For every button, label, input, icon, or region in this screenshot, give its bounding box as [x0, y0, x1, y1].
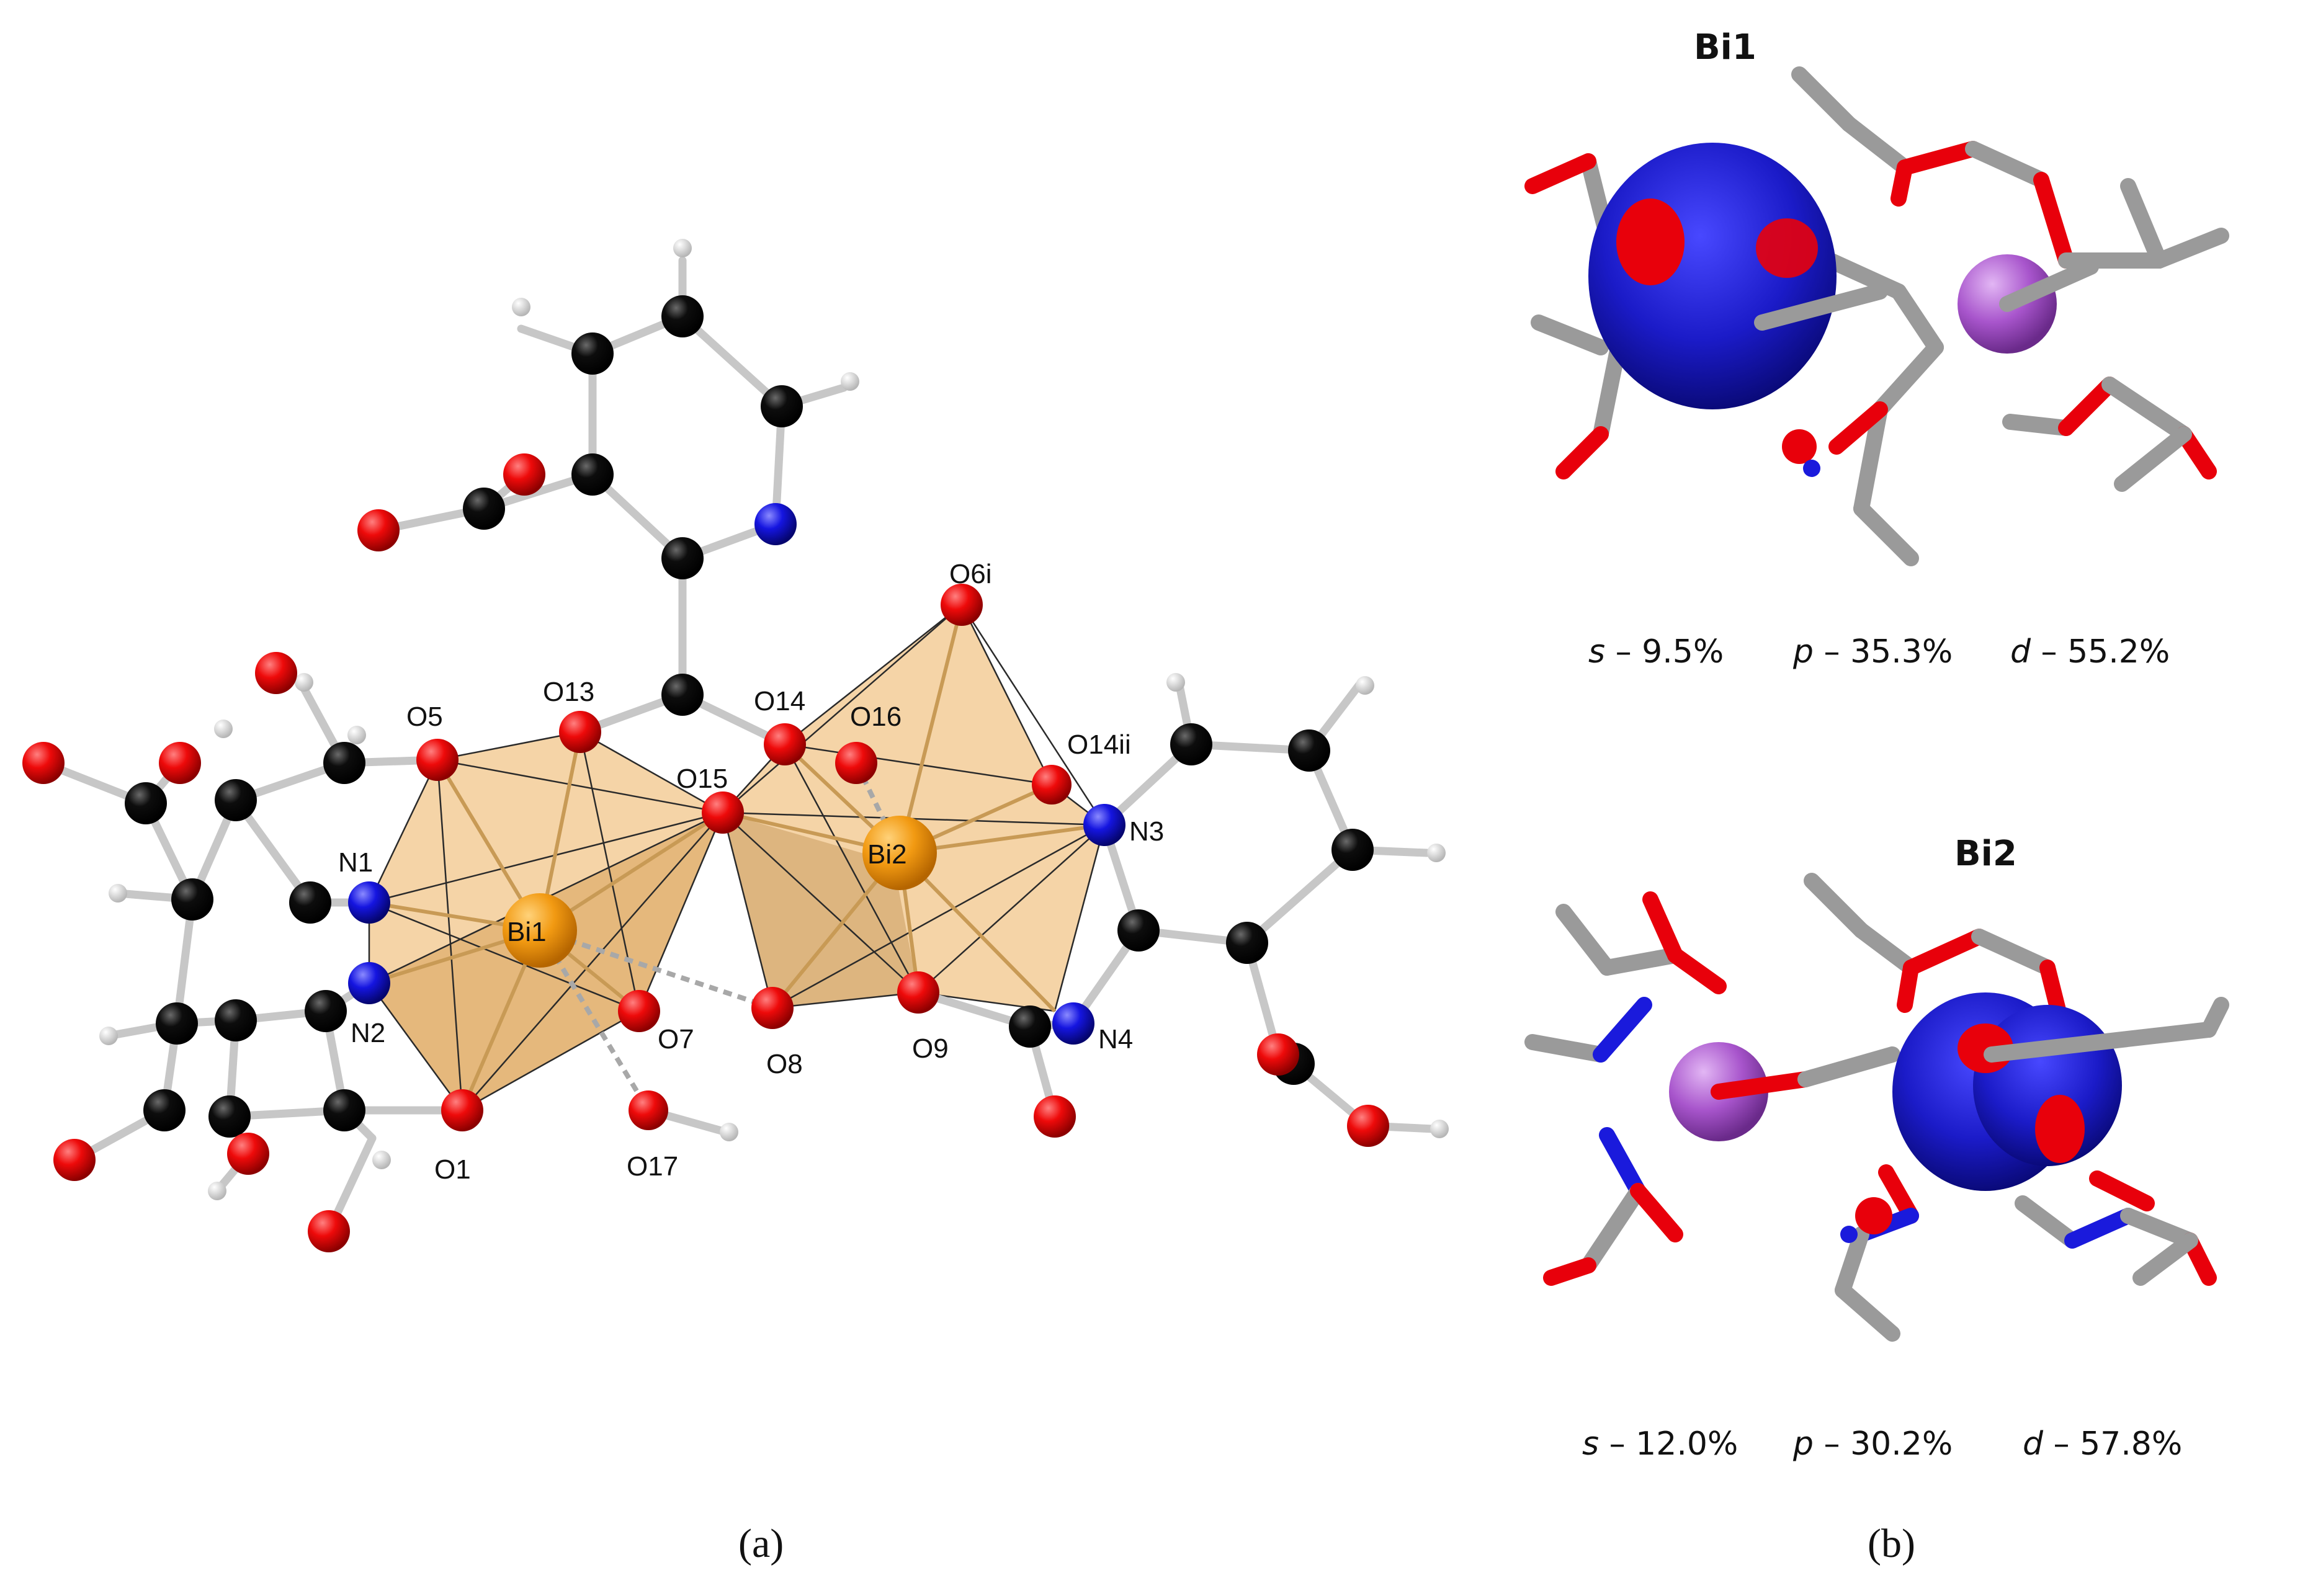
bi2-title: Bi2 [1954, 834, 2017, 874]
bi1-d-value: – 55.2% [2031, 633, 2170, 671]
svg-text:p – 35.3%: p – 35.3% [1792, 633, 1953, 671]
hydrogen-atoms [99, 239, 1449, 1200]
label-o16: O16 [850, 702, 902, 732]
bi2-polyhedron [722, 604, 1106, 1012]
label-o7: O7 [658, 1024, 694, 1054]
bi1-atom [503, 893, 577, 968]
bi1-d-label: d [2010, 633, 2031, 671]
label-bi1: Bi1 [507, 917, 547, 947]
bi2-p-label: p [1792, 1425, 1814, 1463]
bi1-composition: s – 9.5% p – 35.3% d – 55.2% [1588, 633, 2170, 671]
panel-a-structure: O6i O13 O14 O16 O5 O15 O14ii N1 N2 N3 N4… [22, 239, 1449, 1566]
bi2-composition: s – 12.0% p – 30.2% d – 57.8% [1582, 1425, 2182, 1463]
bi1-s-value: – 9.5% [1605, 633, 1724, 671]
bi2-s-label: s [1582, 1425, 1599, 1463]
label-n2: N2 [351, 1018, 385, 1048]
svg-text:s – 12.0%: s – 12.0% [1582, 1425, 1738, 1463]
label-o15: O15 [676, 764, 728, 794]
label-o1: O1 [434, 1154, 471, 1185]
label-n3: N3 [1129, 816, 1164, 847]
bi1-p-label: p [1792, 633, 1814, 671]
svg-text:d – 55.2%: d – 55.2% [2010, 633, 2170, 671]
bi2-atom [862, 816, 937, 890]
label-bi2: Bi2 [867, 839, 907, 870]
atom-labels: O6i O13 O14 O16 O5 O15 O14ii N1 N2 N3 N4… [338, 559, 1164, 1185]
panel-b-orbitals: Bi1 [1524, 27, 2229, 1566]
label-o17: O17 [627, 1151, 678, 1182]
bi1-p-value: – 35.3% [1814, 633, 1953, 671]
label-o9: O9 [912, 1033, 949, 1064]
label-o14: O14 [754, 686, 805, 716]
svg-text:p – 30.2%: p – 30.2% [1792, 1425, 1953, 1463]
bi2-p-value: – 30.2% [1814, 1425, 1953, 1463]
bi2-s-value: – 12.0% [1599, 1425, 1738, 1463]
label-n4: N4 [1098, 1024, 1133, 1054]
bi1-orbital-model [1524, 66, 2229, 566]
bi1-s-label: s [1588, 633, 1605, 671]
label-o13: O13 [543, 677, 594, 707]
label-o5: O5 [406, 702, 443, 732]
bi2-d-label: d [2023, 1425, 2044, 1463]
bi2-orbital-model [1524, 873, 2229, 1342]
label-o14ii: O14ii [1067, 729, 1131, 760]
svg-text:s – 9.5%: s – 9.5% [1588, 633, 1724, 671]
label-o6i: O6i [949, 559, 991, 589]
svg-text:d – 57.8%: d – 57.8% [2023, 1425, 2182, 1463]
nitrogen-atoms [348, 503, 1125, 1045]
covalent-bonds [39, 256, 1438, 1236]
panel-a-caption: (a) [738, 1521, 784, 1566]
carbon-atoms [125, 295, 1374, 1138]
oxygen-atoms [22, 453, 1389, 1252]
panel-b-caption: (b) [1868, 1521, 1915, 1566]
label-n1: N1 [338, 847, 373, 878]
bi2-d-value: – 57.8% [2043, 1425, 2182, 1463]
label-o8: O8 [766, 1049, 803, 1079]
bi1-title: Bi1 [1694, 27, 1756, 68]
